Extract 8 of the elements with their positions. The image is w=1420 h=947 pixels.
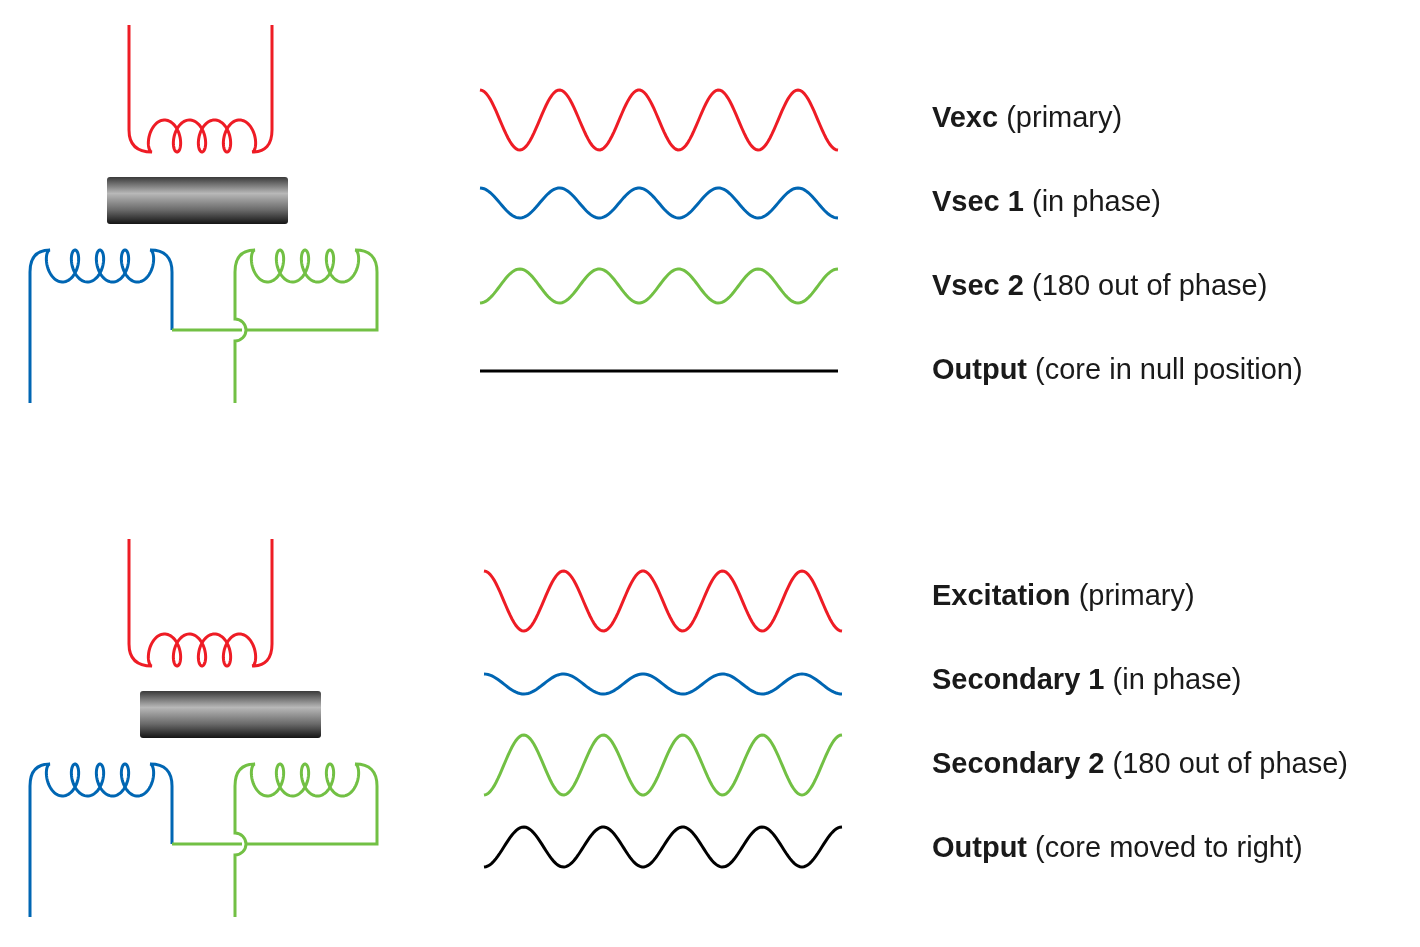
waveform-label: Vsec 1 (in phase) — [932, 184, 1161, 218]
waveform-label: Output (core in null position) — [932, 352, 1303, 386]
waveform-label: Vsec 2 (180 out of phase) — [932, 268, 1268, 302]
waveform-label: Secondary 1 (in phase) — [932, 662, 1242, 696]
waveform-label: Excitation (primary) — [932, 578, 1195, 612]
waveform-label: Output (core moved to right) — [932, 830, 1303, 864]
waveform-label: Secondary 2 (180 out of phase) — [932, 746, 1348, 780]
waveform-label: Vexc (primary) — [932, 100, 1123, 134]
